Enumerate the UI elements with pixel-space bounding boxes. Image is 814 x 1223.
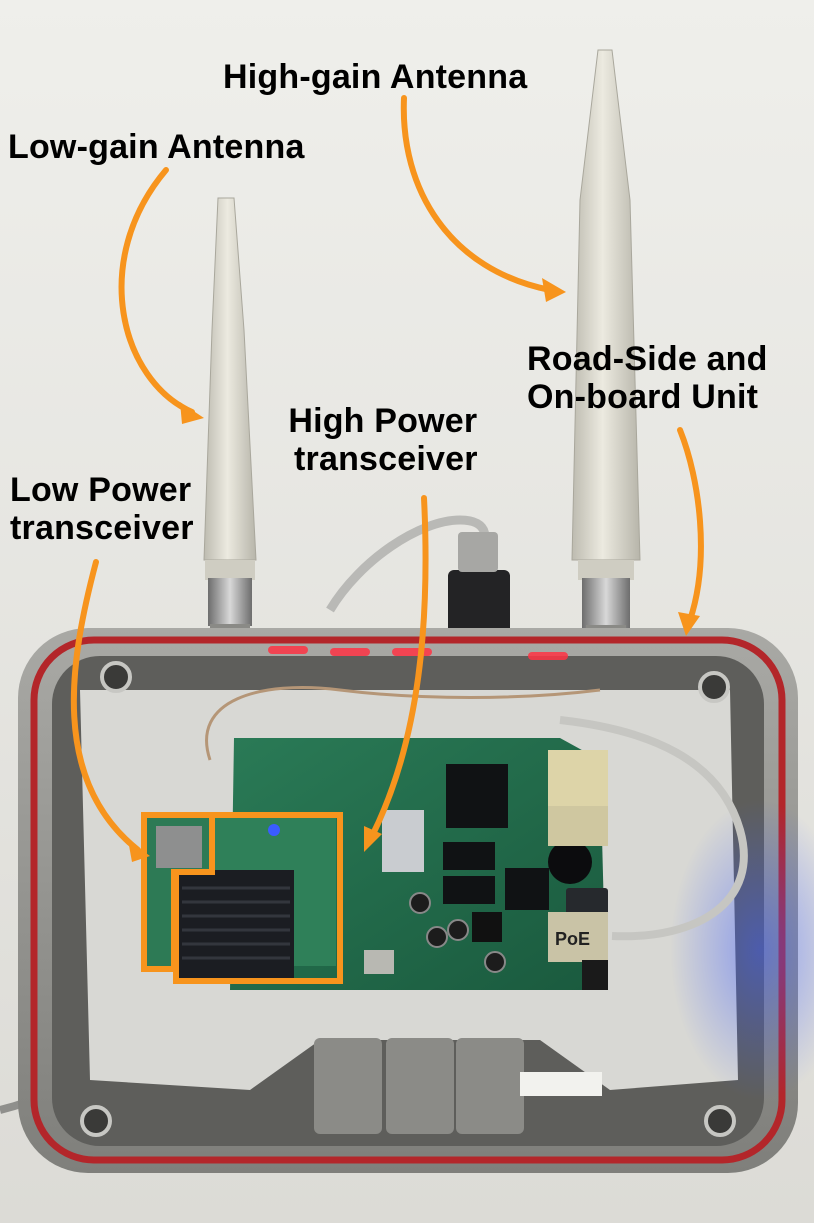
arrow-high-power <box>369 495 429 839</box>
svg-text:PoE: PoE <box>555 929 590 949</box>
corner-screws <box>80 661 736 1137</box>
arrow-low-power <box>70 559 141 853</box>
label-road-side-unit: Road-Side and On-board Unit <box>527 340 768 416</box>
barcode-sticker <box>520 1072 602 1096</box>
grey-patch-cable <box>559 716 748 941</box>
arrow-heads <box>128 278 700 862</box>
high-power-card <box>178 816 336 978</box>
annotation-arrows <box>70 95 704 853</box>
arrow-high-gain <box>400 95 553 293</box>
blue-glow <box>670 800 814 1100</box>
label-high-power-transceiver: High Power transceiver <box>288 402 478 478</box>
cable-gland <box>448 532 510 640</box>
arrow-low-gain <box>118 167 195 415</box>
red-leds <box>268 646 568 660</box>
label-high-gain-antenna: High-gain Antenna <box>223 58 528 96</box>
coax-cable <box>205 686 601 761</box>
arrow-road-side <box>677 427 704 623</box>
label-low-gain-antenna: Low-gain Antenna <box>8 128 305 166</box>
ports: PoE <box>548 750 608 990</box>
bottom-latches <box>314 1038 524 1134</box>
low-gain-antenna <box>203 197 257 636</box>
high-power-outline <box>173 812 343 984</box>
label-low-power-transceiver: Low Power transceiver <box>10 471 194 547</box>
